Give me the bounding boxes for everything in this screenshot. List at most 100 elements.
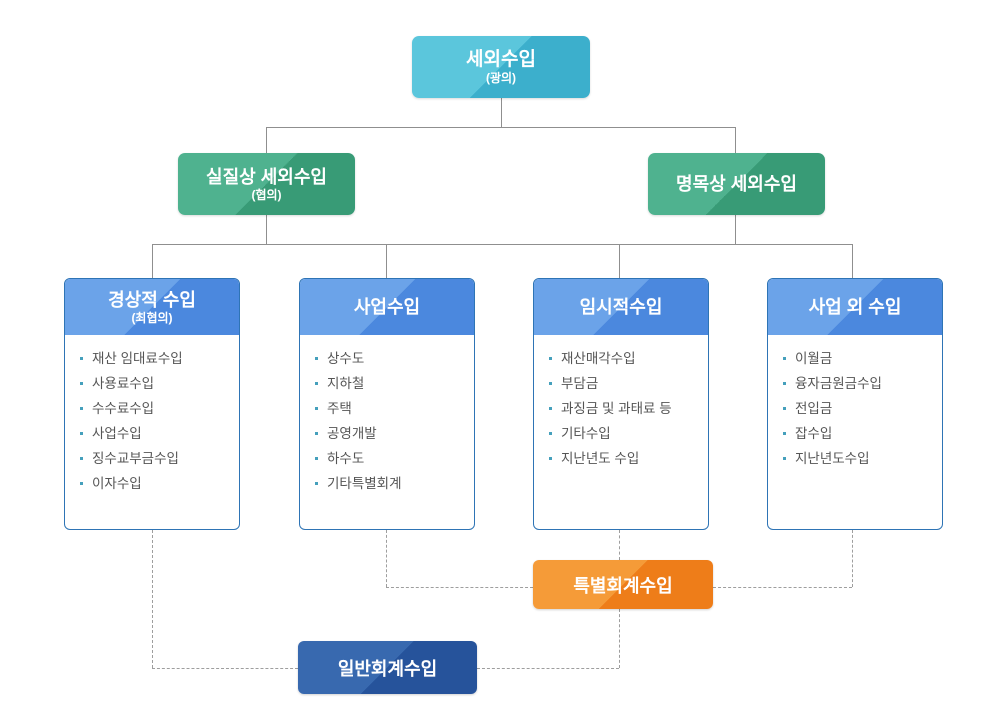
- card-list: 재산매각수입 부담금 과징금 및 과태료 등 기타수입 지난년도 수입: [534, 335, 708, 471]
- dashed-col4-down: [852, 530, 853, 587]
- list-item: 수수료수입: [80, 396, 231, 421]
- list-item: 주택: [315, 396, 466, 421]
- list-item-label: 공영개발: [327, 426, 377, 441]
- node-subtitle: (협의): [251, 187, 282, 202]
- card-temporary-revenue: 임시적수입 재산매각수입 부담금 과징금 및 과태료 등 기타수입 지난년도 수…: [533, 278, 709, 530]
- list-item: 부담금: [549, 371, 700, 396]
- list-item-label: 이자수입: [92, 476, 142, 491]
- node-general-account-revenue: 일반회계수입: [298, 641, 477, 694]
- bullet-icon: [80, 457, 83, 460]
- card-subtitle: (최협의): [131, 310, 173, 325]
- card-business-revenue: 사업수입 상수도 지하철 주택 공영개발 하수도 기타특별회계: [299, 278, 475, 530]
- list-item: 잡수입: [783, 421, 934, 446]
- list-item: 기타특별회계: [315, 471, 466, 496]
- connector-columns-horizontal: [152, 244, 852, 245]
- node-title: 실질상 세외수입: [206, 166, 327, 187]
- bullet-icon: [783, 457, 786, 460]
- node-label: 일반회계수입: [337, 658, 438, 679]
- connector-col2-down: [386, 244, 387, 278]
- bullet-icon: [549, 457, 552, 460]
- node-nominal-revenue: 명목상 세외수입: [648, 153, 825, 215]
- list-item: 사업수입: [80, 421, 231, 446]
- node-root-title: 세외수입: [466, 48, 536, 70]
- connector-level2-horizontal: [266, 127, 735, 128]
- card-title: 경상적 수입: [108, 289, 196, 310]
- card-list: 상수도 지하철 주택 공영개발 하수도 기타특별회계: [300, 335, 474, 496]
- bullet-icon: [783, 432, 786, 435]
- list-item-label: 사업수입: [92, 426, 142, 441]
- bullet-icon: [783, 407, 786, 410]
- node-title: 명목상 세외수입: [676, 174, 797, 194]
- list-item: 상수도: [315, 346, 466, 371]
- bullet-icon: [80, 407, 83, 410]
- dashed-col3-to-special: [619, 530, 620, 560]
- bullet-icon: [549, 382, 552, 385]
- card-header: 경상적 수입 (최협의): [65, 279, 239, 335]
- bullet-icon: [315, 482, 318, 485]
- connector-level2-right-down: [735, 127, 736, 153]
- list-item: 재산매각수입: [549, 346, 700, 371]
- node-special-account-revenue: 특별회계수입: [533, 560, 713, 609]
- connector-col4-down: [852, 244, 853, 278]
- list-item: 징수교부금수입: [80, 446, 231, 471]
- list-item-label: 지난년도수입: [795, 451, 870, 466]
- bullet-icon: [315, 407, 318, 410]
- connector-col3-down: [619, 244, 620, 278]
- bullet-icon: [315, 432, 318, 435]
- list-item-label: 과징금 및 과태료 등: [561, 401, 672, 416]
- bullet-icon: [80, 357, 83, 360]
- list-item-label: 수수료수입: [92, 401, 155, 416]
- list-item-label: 재산 임대료수입: [92, 351, 183, 366]
- bullet-icon: [80, 482, 83, 485]
- node-root-subtitle: (광의): [485, 70, 517, 85]
- node-label: 특별회계수입: [573, 575, 673, 596]
- card-list: 재산 임대료수입 사용료수입 수수료수입 사업수입 징수교부금수입 이자수입: [65, 335, 239, 496]
- card-header: 사업수입: [300, 279, 474, 335]
- list-item-label: 기타수입: [561, 426, 611, 441]
- bullet-icon: [315, 357, 318, 360]
- list-item: 지난년도 수입: [549, 446, 700, 471]
- card-list: 이월금 융자금원금수입 전입금 잡수입 지난년도수입: [768, 335, 942, 471]
- dashed-col1-to-general: [152, 668, 298, 669]
- node-substantial-revenue: 실질상 세외수입 (협의): [178, 153, 355, 215]
- list-item: 기타수입: [549, 421, 700, 446]
- card-title: 사업수입: [353, 296, 421, 317]
- list-item-label: 지난년도 수입: [561, 451, 640, 466]
- list-item: 사용료수입: [80, 371, 231, 396]
- card-title: 사업 외 수입: [808, 296, 902, 317]
- bullet-icon: [783, 382, 786, 385]
- bullet-icon: [315, 457, 318, 460]
- connector-level2-left-down: [266, 127, 267, 153]
- list-item-label: 잡수입: [795, 426, 833, 441]
- list-item-label: 주택: [327, 401, 352, 416]
- list-item-label: 전입금: [795, 401, 833, 416]
- list-item-label: 상수도: [327, 351, 365, 366]
- card-header: 임시적수입: [534, 279, 708, 335]
- node-root: 세외수입 (광의): [412, 36, 590, 98]
- list-item-label: 지하철: [327, 376, 365, 391]
- card-nonbusiness-revenue: 사업 외 수입 이월금 융자금원금수입 전입금 잡수입 지난년도수입: [767, 278, 943, 530]
- connector-col1-down: [152, 244, 153, 278]
- card-title: 임시적수입: [579, 296, 663, 317]
- list-item-label: 이월금: [795, 351, 833, 366]
- list-item: 지난년도수입: [783, 446, 934, 471]
- bullet-icon: [80, 382, 83, 385]
- connector-l2right-down: [735, 215, 736, 244]
- bullet-icon: [549, 432, 552, 435]
- list-item: 공영개발: [315, 421, 466, 446]
- list-item: 지하철: [315, 371, 466, 396]
- bullet-icon: [549, 357, 552, 360]
- connector-l2left-down: [266, 215, 267, 244]
- bullet-icon: [783, 357, 786, 360]
- connector-root-down: [501, 97, 502, 127]
- list-item: 이자수입: [80, 471, 231, 496]
- list-item: 재산 임대료수입: [80, 346, 231, 371]
- list-item-label: 기타특별회계: [327, 476, 402, 491]
- list-item: 전입금: [783, 396, 934, 421]
- dashed-col2-down: [386, 530, 387, 587]
- dashed-col4-to-special: [713, 587, 852, 588]
- list-item-label: 징수교부금수입: [92, 451, 179, 466]
- list-item: 융자금원금수입: [783, 371, 934, 396]
- list-item: 이월금: [783, 346, 934, 371]
